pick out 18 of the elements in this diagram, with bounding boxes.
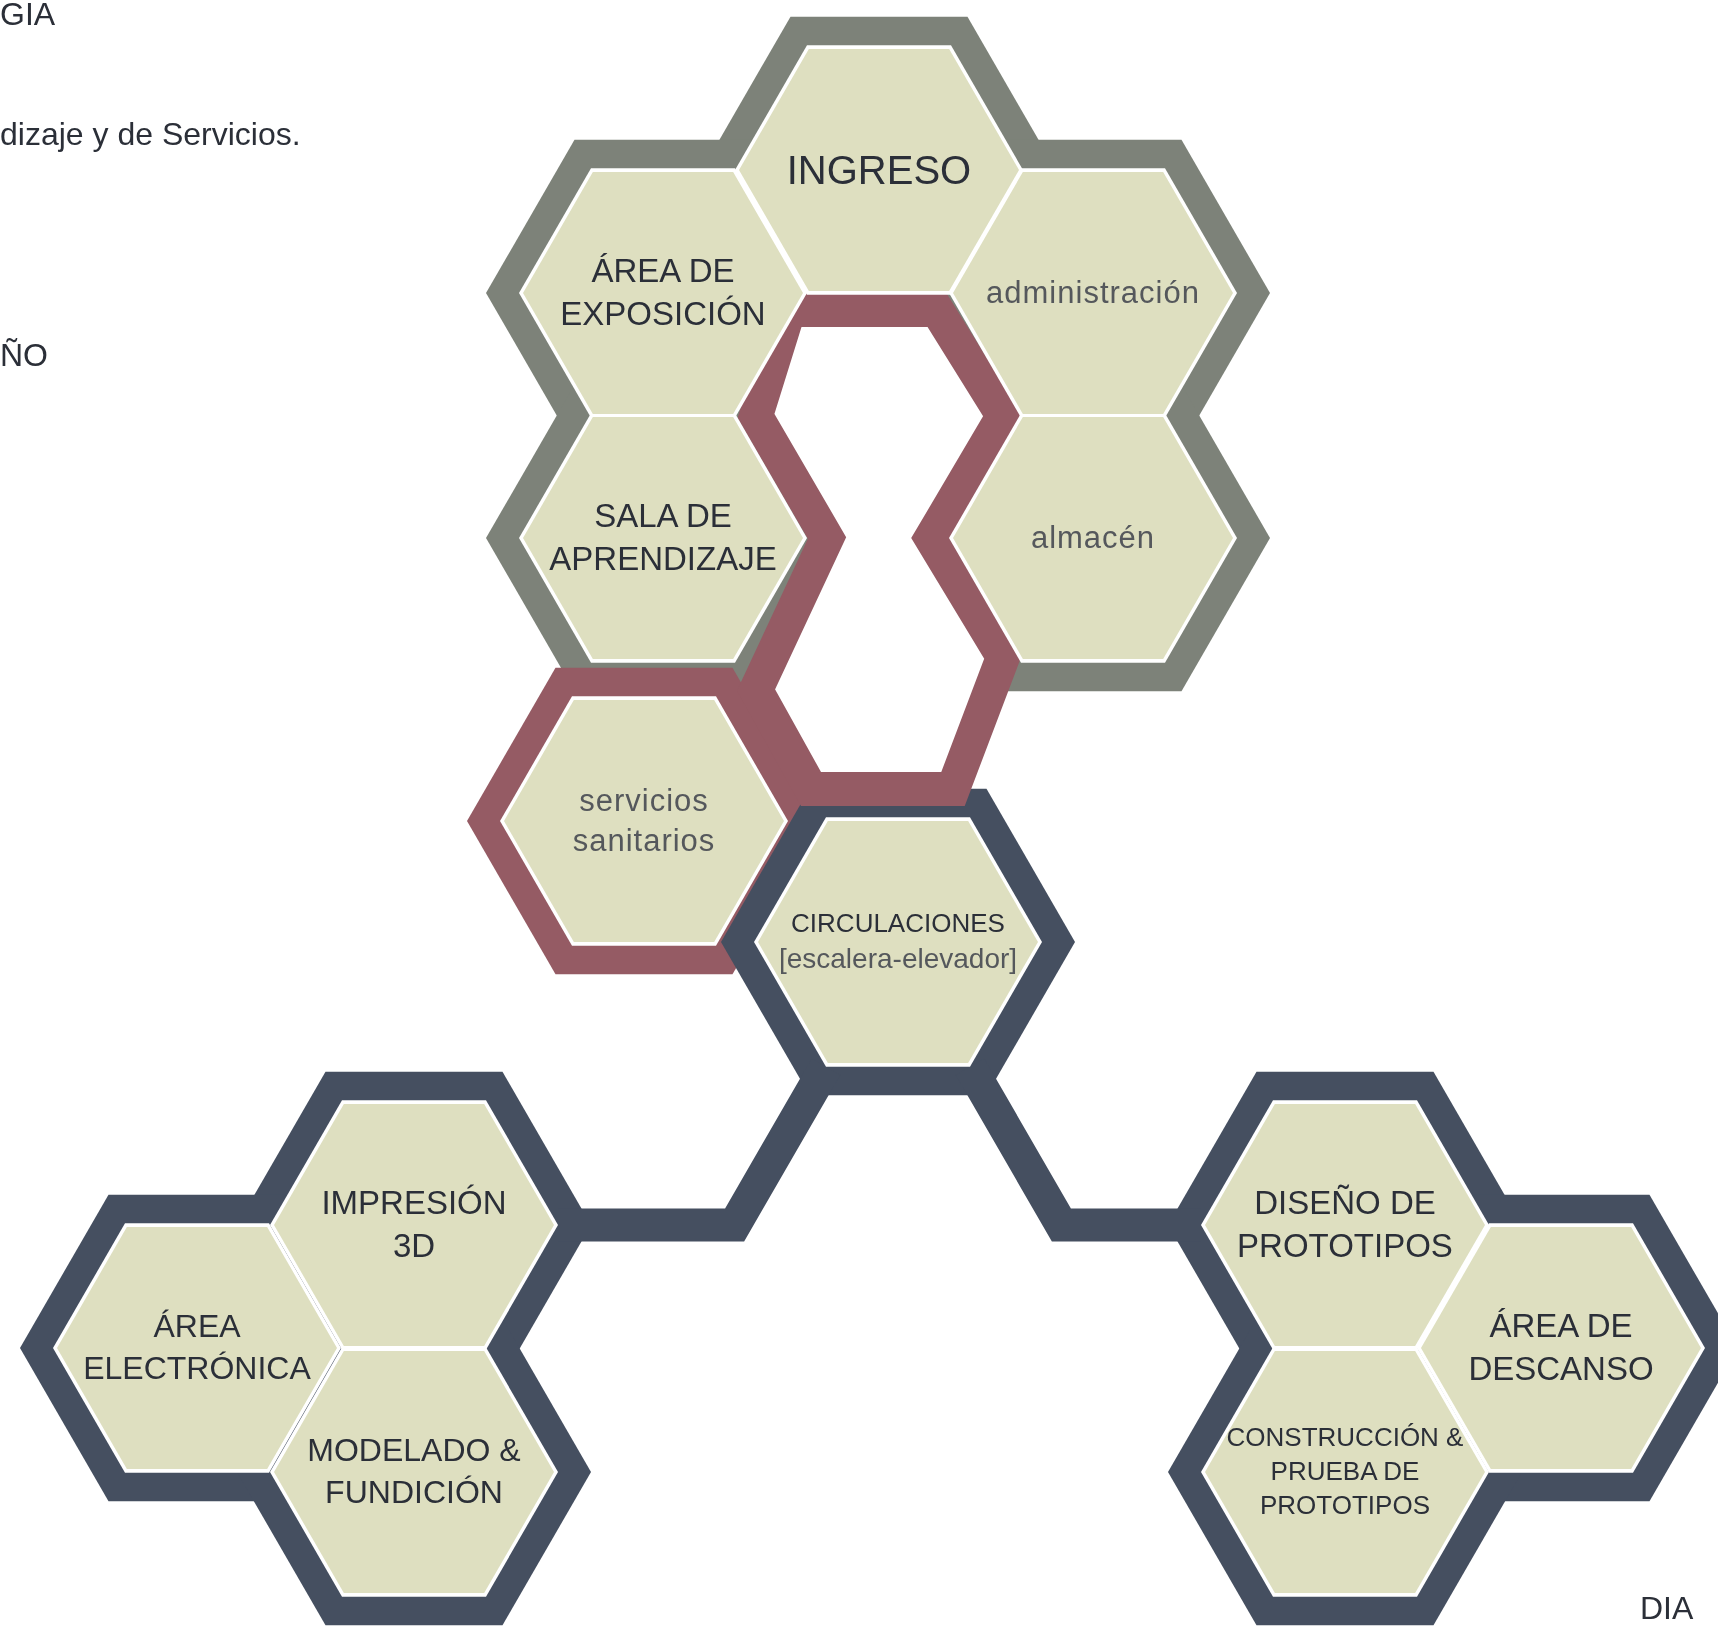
room-label: DISEÑO DE PROTOTIPOS [1236, 1183, 1454, 1266]
room-note: [escalera-elevador] [778, 941, 1018, 976]
room-label: ÁREA DE DESCANSO [1467, 1306, 1655, 1389]
room-label: SALA DE APRENDIZAJE [548, 496, 778, 579]
room-label: MODELADO & FUNDICIÓN [306, 1431, 522, 1512]
room-label: ÁREA DE EXPOSICIÓN [559, 251, 767, 334]
room-label: CONSTRUCCIÓN & PRUEBA DE PROTOTIPOS [1225, 1421, 1465, 1522]
room-label: CIRCULACIONES [790, 906, 1006, 940]
text-fragment: ÑO [0, 337, 48, 374]
text-fragment: GIA [0, 0, 56, 33]
text-fragment: dizaje y de Servicios. [0, 116, 301, 153]
room-label: almacén [1029, 518, 1157, 557]
room-label: INGRESO [785, 147, 973, 194]
room-label: IMPRESIÓN 3D [320, 1183, 508, 1266]
room-label: administración [985, 273, 1201, 312]
room-label: ÁREA ELECTRÓNICA [82, 1307, 312, 1388]
room-label: servicios sanitarios [571, 781, 717, 860]
text-fragment: DIA [1640, 1590, 1694, 1627]
